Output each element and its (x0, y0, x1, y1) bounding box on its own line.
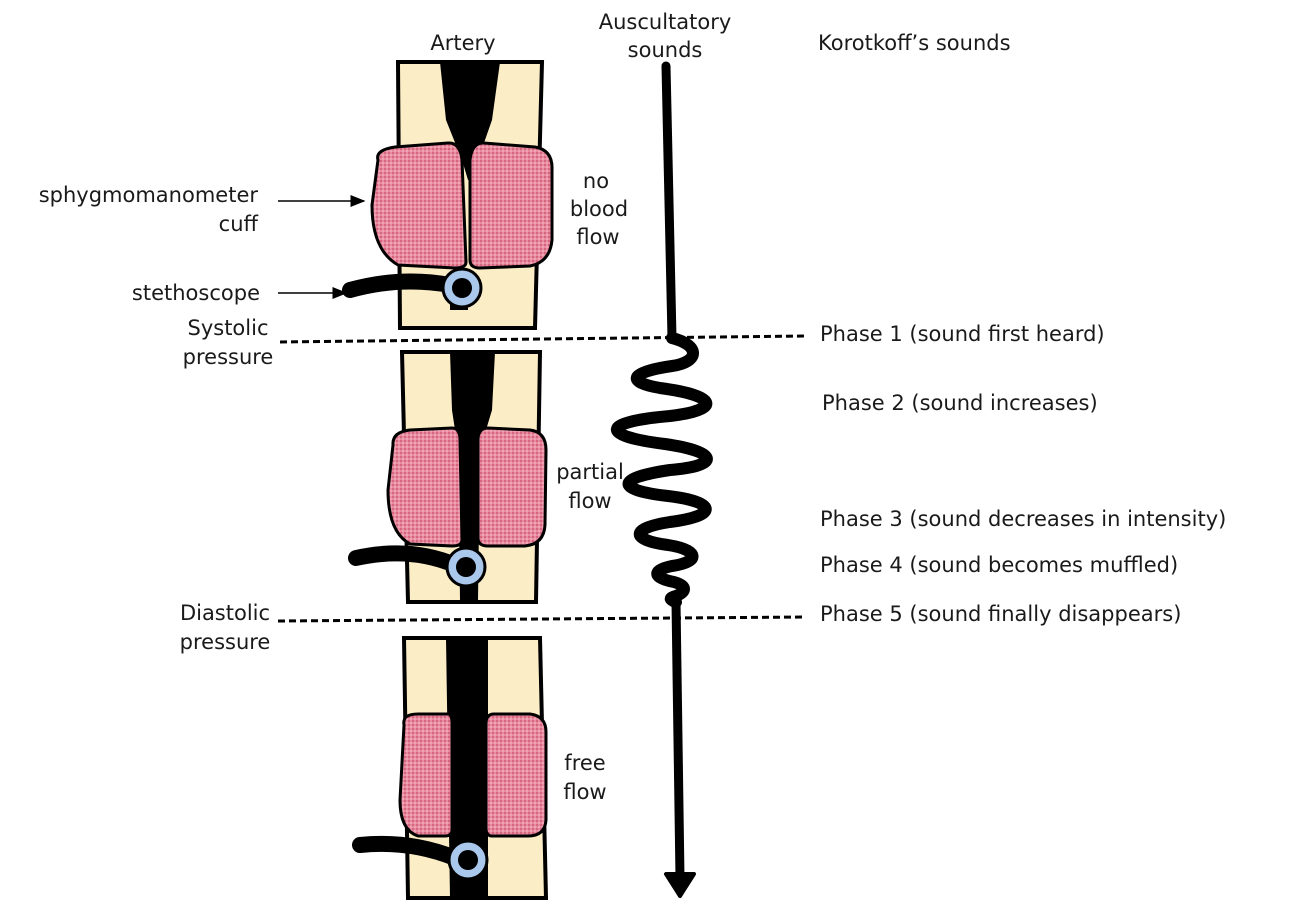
stethoscope-center (452, 278, 472, 298)
arrow-down-icon (666, 874, 694, 896)
phase-4-label: Phase 4 (sound becomes muffled) (820, 553, 1178, 577)
arm-panel-no-flow (350, 62, 552, 328)
korotkoff-header: Korotkoff’s sounds (818, 31, 1011, 55)
phase-5-label: Phase 5 (sound finally disappears) (820, 602, 1181, 626)
cuff-label-line1: sphygmomanometer (39, 183, 259, 207)
systolic-dashed-line (280, 336, 805, 342)
free-flow-label-2: flow (563, 780, 606, 804)
phase-1-label: Phase 1 (sound first heard) (820, 322, 1105, 346)
auscultatory-header-line2: sounds (628, 38, 703, 62)
diastolic-label-line1: Diastolic (180, 601, 270, 625)
systolic-label-line1: Systolic (188, 316, 269, 340)
stethoscope-label: stethoscope (132, 281, 260, 305)
cuff-right-half (478, 428, 546, 546)
cuff-left-half (372, 143, 466, 268)
cuff-right-half (470, 143, 552, 268)
phase-3-label: Phase 3 (sound decreases in intensity) (820, 507, 1226, 531)
stethoscope-center (456, 557, 476, 577)
no-flow-label-1: no (583, 169, 609, 193)
no-flow-label-3: flow (576, 225, 619, 249)
partial-flow-label-1: partial (556, 460, 624, 484)
arm-panel-partial-flow (356, 352, 546, 602)
free-flow-label-1: free (564, 751, 605, 775)
cuff-label-line2: cuff (219, 212, 259, 236)
stethoscope-tube (350, 281, 450, 290)
stethoscope-center (458, 850, 478, 870)
sound-line-bottom (676, 602, 680, 878)
diastolic-label-line2: pressure (180, 630, 271, 654)
systolic-label-line2: pressure (183, 345, 274, 369)
cuff-left-half (388, 428, 462, 546)
cuff-left-half (400, 714, 452, 836)
korotkoff-sound-wave (617, 338, 707, 602)
diastolic-dashed-line (278, 617, 805, 621)
phase-2-label: Phase 2 (sound increases) (822, 391, 1098, 415)
arm-panel-free-flow (360, 638, 546, 898)
sound-line-top (666, 66, 672, 338)
cuff-right-half (486, 714, 546, 836)
no-flow-label-2: blood (570, 197, 628, 221)
auscultatory-header-line1: Auscultatory (599, 10, 732, 34)
artery-header: Artery (430, 31, 495, 55)
partial-flow-label-2: flow (568, 489, 611, 513)
